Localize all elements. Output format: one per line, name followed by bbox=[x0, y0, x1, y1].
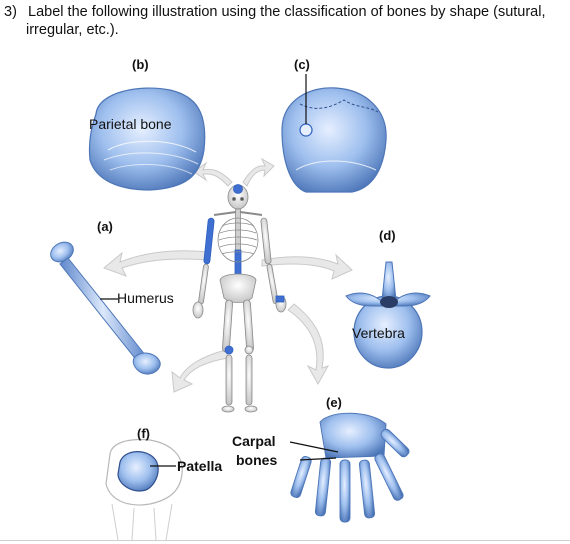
carpal-leader-line bbox=[289, 441, 339, 453]
panel-label-f: (f) bbox=[137, 426, 150, 441]
arrow-to-b bbox=[193, 161, 233, 187]
parietal-bone-illustration bbox=[88, 87, 206, 191]
carpal-highlight bbox=[275, 295, 285, 303]
panel-label-b: (b) bbox=[132, 57, 149, 72]
label-carpal-line-1: Carpal bbox=[232, 433, 276, 449]
vertebra-illustration bbox=[345, 261, 431, 369]
patella-highlight bbox=[224, 345, 234, 355]
arrow-to-a bbox=[103, 250, 209, 277]
panel-label-c: (c) bbox=[294, 57, 310, 72]
arrow-to-f bbox=[171, 349, 229, 393]
question-number: 3) bbox=[4, 4, 17, 20]
arrow-to-c bbox=[242, 157, 275, 187]
knee-illustration bbox=[105, 438, 183, 541]
label-vertebra: Vertebra bbox=[352, 325, 405, 341]
label-humerus: Humerus bbox=[117, 290, 174, 306]
question-line-1: Label the following illustration using t… bbox=[28, 4, 546, 20]
patella-bone bbox=[117, 451, 159, 492]
question-text: 3) Label the following illustration usin… bbox=[4, 3, 564, 39]
panel-label-e: (e) bbox=[326, 395, 342, 410]
skull-highlight bbox=[233, 184, 243, 194]
arrow-to-d bbox=[261, 253, 353, 280]
humerus-highlight bbox=[203, 217, 215, 265]
question-line-2: irregular, etc.). bbox=[26, 22, 119, 38]
hand-illustration bbox=[289, 412, 410, 523]
sutural-bone bbox=[299, 123, 313, 137]
panel-label-a: (a) bbox=[97, 219, 113, 234]
skeleton bbox=[192, 184, 287, 413]
label-carpal-line-2: bones bbox=[236, 452, 278, 468]
label-parietal-bone: Parietal bone bbox=[89, 116, 172, 132]
skull-posterior-illustration bbox=[281, 74, 387, 193]
arrows bbox=[103, 157, 353, 393]
arrow-to-e bbox=[287, 303, 330, 386]
humerus-illustration bbox=[50, 241, 161, 375]
panel-label-d: (d) bbox=[379, 228, 396, 243]
bottom-divider bbox=[0, 540, 570, 541]
label-patella: Patella bbox=[177, 458, 223, 474]
